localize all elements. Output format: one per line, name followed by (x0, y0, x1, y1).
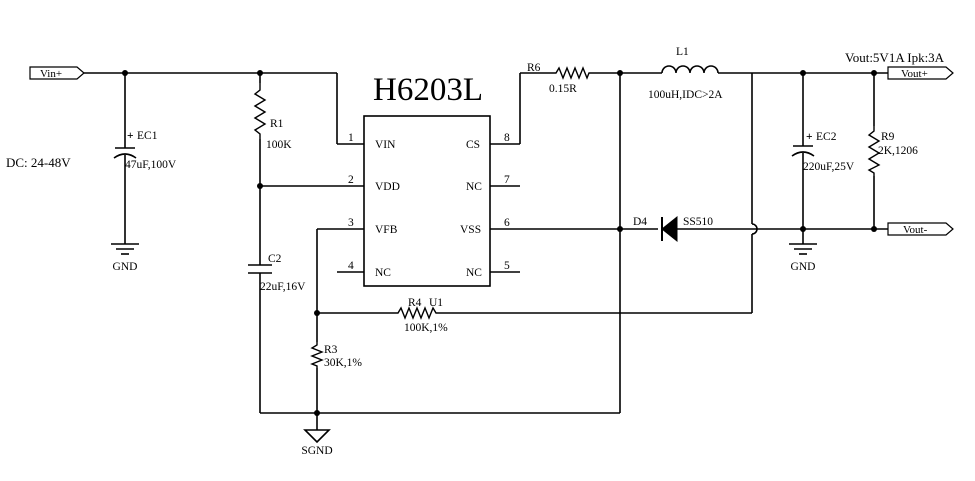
d4-value: SS510 (683, 216, 713, 228)
d4-ref: D4 (633, 216, 647, 228)
pin-4-number: 4 (348, 260, 354, 272)
pin-8-label: CS (466, 139, 480, 151)
vout-plus-label: Vout+ (901, 68, 928, 80)
junctions (122, 70, 877, 416)
ec2-polarity: + (806, 131, 813, 143)
d4-diode-symbol (661, 215, 678, 243)
ground-icon (111, 243, 139, 255)
pin-2-number: 2 (348, 174, 354, 186)
gnd-label-output: GND (791, 261, 816, 273)
r9-resistor-symbol (867, 126, 881, 176)
signal-ground-icon (303, 429, 331, 444)
vout-minus-port (887, 222, 954, 236)
pin-5-number: 5 (504, 260, 510, 272)
ic-ref: U1 (429, 297, 443, 309)
r3-value: 30K,1% (324, 357, 362, 369)
vout-minus-label: Vout- (903, 224, 928, 236)
pin-1-label: VIN (375, 139, 396, 151)
ec2-capacitor-symbol (791, 145, 815, 157)
ec1-ref: EC1 (137, 130, 158, 142)
r6-value: 0.15R (549, 83, 577, 95)
r3-ref: R3 (324, 344, 338, 356)
vin-plus-label: Vin+ (40, 68, 62, 80)
pin-6-label: VSS (460, 224, 481, 236)
ec1-polarity: + (127, 130, 134, 142)
r4-resistor-symbol (394, 306, 440, 320)
ec2-value: 220uF,25V (803, 161, 855, 173)
pin-5-label: NC (466, 267, 482, 279)
r3-resistor-symbol (310, 342, 324, 368)
pin-1-number: 1 (348, 132, 354, 144)
pin-8-number: 8 (504, 132, 510, 144)
r6-ref: R6 (527, 62, 541, 74)
pin-2-label: VDD (375, 181, 400, 193)
sgnd-label: SGND (301, 445, 332, 457)
r1-ref: R1 (270, 118, 284, 130)
pin-6-number: 6 (504, 217, 510, 229)
ground-icon (789, 243, 817, 255)
l1-ref: L1 (676, 46, 689, 58)
pin-7-label: NC (466, 181, 482, 193)
pin-3-number: 3 (348, 217, 354, 229)
gnd-label-input: GND (113, 261, 138, 273)
pin-4-label: NC (375, 267, 391, 279)
vout-plus-port (887, 66, 954, 80)
ec1-value: 47uF,100V (125, 159, 177, 171)
ic-body (363, 115, 491, 287)
l1-inductor-symbol (661, 65, 719, 74)
r4-value: 100K,1% (404, 322, 448, 334)
ec1-capacitor-symbol (113, 147, 137, 159)
c2-ref: C2 (268, 253, 282, 265)
r6-resistor-symbol (552, 66, 592, 80)
output-spec-note: Vout:5V1A Ipk:3A (845, 50, 945, 65)
vin-plus-port (29, 66, 85, 80)
dc-input-note: DC: 24-48V (6, 155, 71, 170)
l1-value: 100uH,IDC>2A (648, 89, 723, 101)
wires (84, 72, 888, 430)
ec2-ref: EC2 (816, 131, 837, 143)
r1-resistor-symbol (253, 83, 267, 139)
r9-value: 2K,1206 (878, 145, 918, 157)
r9-ref: R9 (881, 131, 895, 143)
ic-name: H6203L (373, 72, 483, 108)
r4-ref: R4 (408, 297, 422, 309)
r1-value: 100K (266, 139, 292, 151)
c2-value: 22uF,16V (260, 281, 306, 293)
c2-capacitor-symbol (248, 264, 272, 274)
pin-7-number: 7 (504, 174, 510, 186)
pin-3-label: VFB (375, 224, 398, 236)
